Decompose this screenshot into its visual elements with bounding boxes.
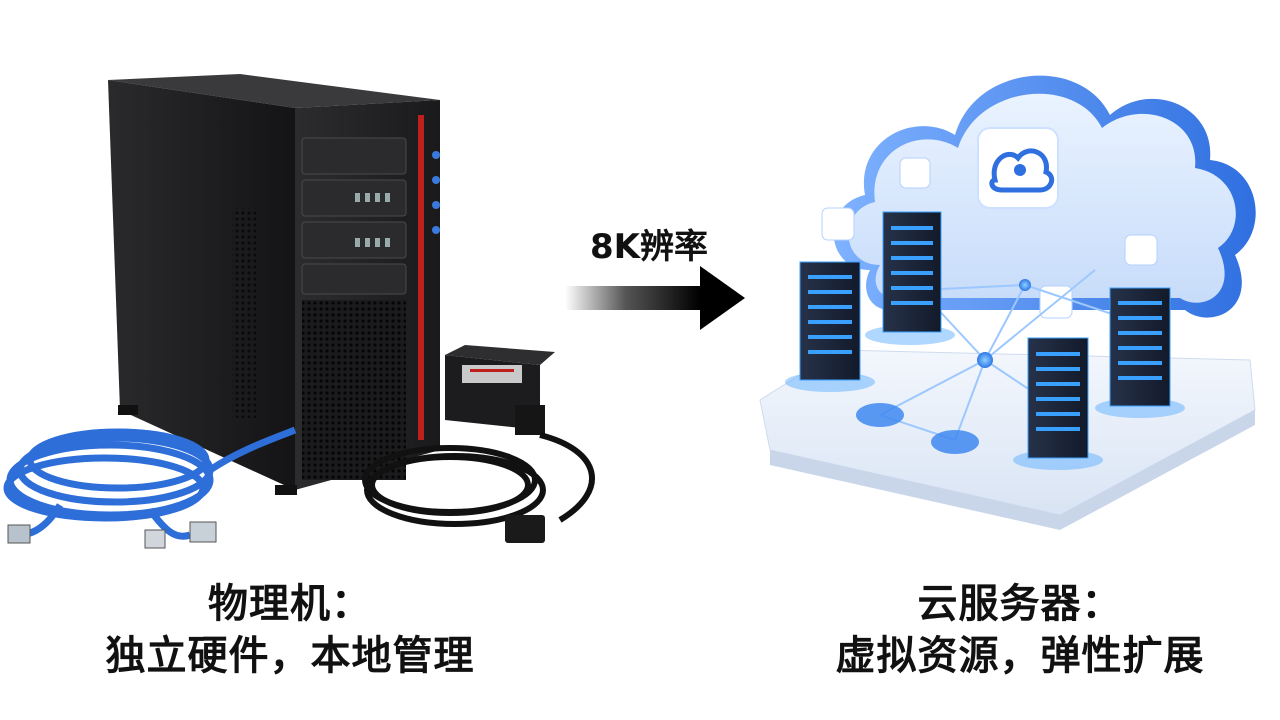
network-node — [977, 352, 993, 368]
drive-bay — [301, 263, 407, 295]
right-arrow-icon — [565, 266, 745, 330]
server-rack — [785, 261, 875, 392]
power-led-icon — [432, 151, 440, 159]
power-adapter — [445, 345, 555, 435]
red-accent-strip — [418, 115, 424, 440]
server-rack — [1013, 337, 1103, 470]
network-hub — [931, 430, 979, 454]
cloud-server-description: 虚拟资源，弹性扩展 — [835, 633, 1205, 679]
physical-server-caption: 物理机： 独立硬件，本地管理 — [40, 578, 540, 682]
cloud-server-illustration — [759, 75, 1256, 530]
power-plug — [505, 515, 545, 543]
network-hub — [856, 403, 904, 427]
tower-case — [108, 74, 440, 495]
drive-bay — [301, 221, 407, 259]
cloud-server-title: 云服务器： — [917, 581, 1123, 627]
network-cable — [3, 426, 297, 540]
drive-bay — [301, 179, 407, 217]
front-vent — [302, 300, 406, 480]
cloud-server-caption: 云服务器： 虚拟资源，弹性扩展 — [760, 578, 1280, 682]
physical-server-title: 物理机： — [208, 581, 372, 627]
usb-ports — [355, 193, 390, 247]
user-card-icon — [821, 207, 855, 241]
layers-icon — [899, 157, 931, 189]
drive-bay — [301, 137, 407, 175]
rj45-connector-icon — [7, 521, 217, 549]
server-rack — [865, 211, 955, 345]
monitor-icon — [1124, 234, 1158, 266]
cloud-user-icon — [977, 127, 1059, 209]
power-cable — [362, 432, 595, 527]
network-node — [1019, 279, 1031, 291]
arrow-label: 8K辨率 — [590, 227, 709, 267]
physical-server-illustration — [3, 74, 595, 549]
physical-server-description: 独立硬件，本地管理 — [105, 633, 475, 679]
server-rack — [1095, 287, 1185, 418]
